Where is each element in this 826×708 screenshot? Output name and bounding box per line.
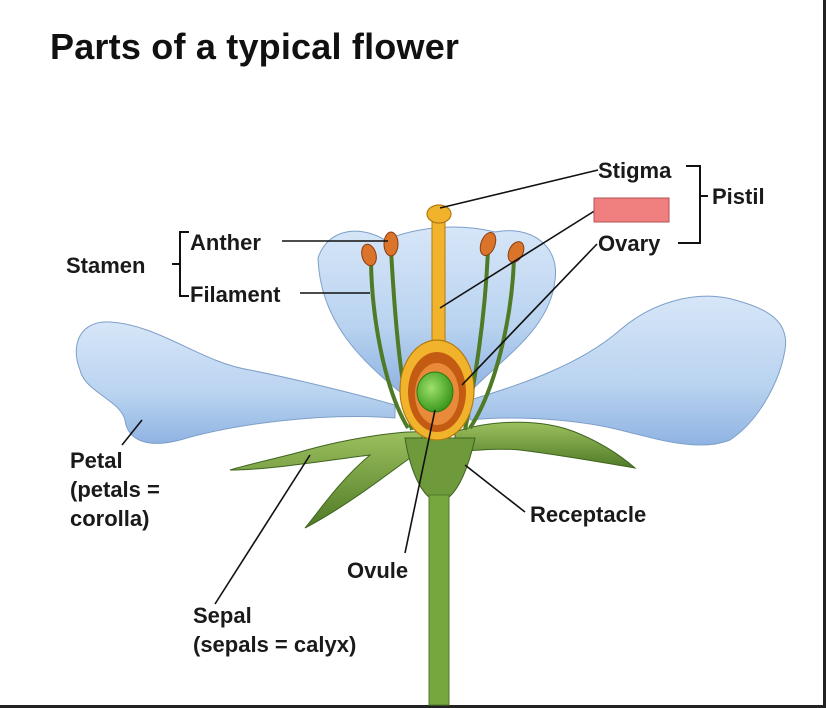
leader-ovule: [404, 409, 436, 554]
leader-stigma: [439, 169, 599, 209]
label-stigma: Stigma: [598, 158, 672, 183]
label-filament: Filament: [190, 282, 281, 307]
anther-3: [479, 231, 497, 257]
style-tube: [431, 221, 446, 346]
petal-right: [469, 295, 787, 446]
page-title: Parts of a typical flower: [50, 26, 460, 67]
label-ovule: Ovule: [347, 558, 408, 583]
sepal-left: [229, 431, 426, 529]
label-sepal-line2: (sepals = calyx): [193, 632, 356, 657]
label-ovary: Ovary: [598, 231, 661, 256]
leader-sepal: [214, 454, 311, 605]
redaction-box: [593, 197, 670, 223]
label-anther: Anther: [190, 230, 261, 255]
stem: [428, 494, 450, 706]
label-petal-line2: (petals =: [70, 477, 160, 502]
stamen-bracket: [172, 231, 189, 297]
leader-style: [439, 209, 597, 309]
leader-receptacle: [464, 464, 526, 513]
leader-ovary: [461, 243, 598, 386]
label-stamen: Stamen: [66, 253, 145, 278]
petal-left: [75, 321, 396, 444]
label-sepal-line1: Sepal: [193, 603, 252, 628]
label-receptacle: Receptacle: [530, 502, 646, 527]
stigma-shape: [426, 204, 452, 224]
label-petal-line1: Petal: [70, 448, 123, 473]
pistil-bracket: [678, 165, 708, 244]
sepal-right: [454, 421, 637, 469]
ovule-shape: [416, 371, 454, 413]
filament-1: [369, 261, 410, 430]
leader-petal: [121, 419, 143, 446]
anther-1: [361, 243, 377, 267]
label-petal-line3: corolla): [70, 506, 149, 531]
label-pistil: Pistil: [712, 184, 765, 209]
receptacle-shape: [404, 437, 476, 499]
filament-4: [468, 257, 516, 430]
anther-2: [383, 231, 399, 257]
